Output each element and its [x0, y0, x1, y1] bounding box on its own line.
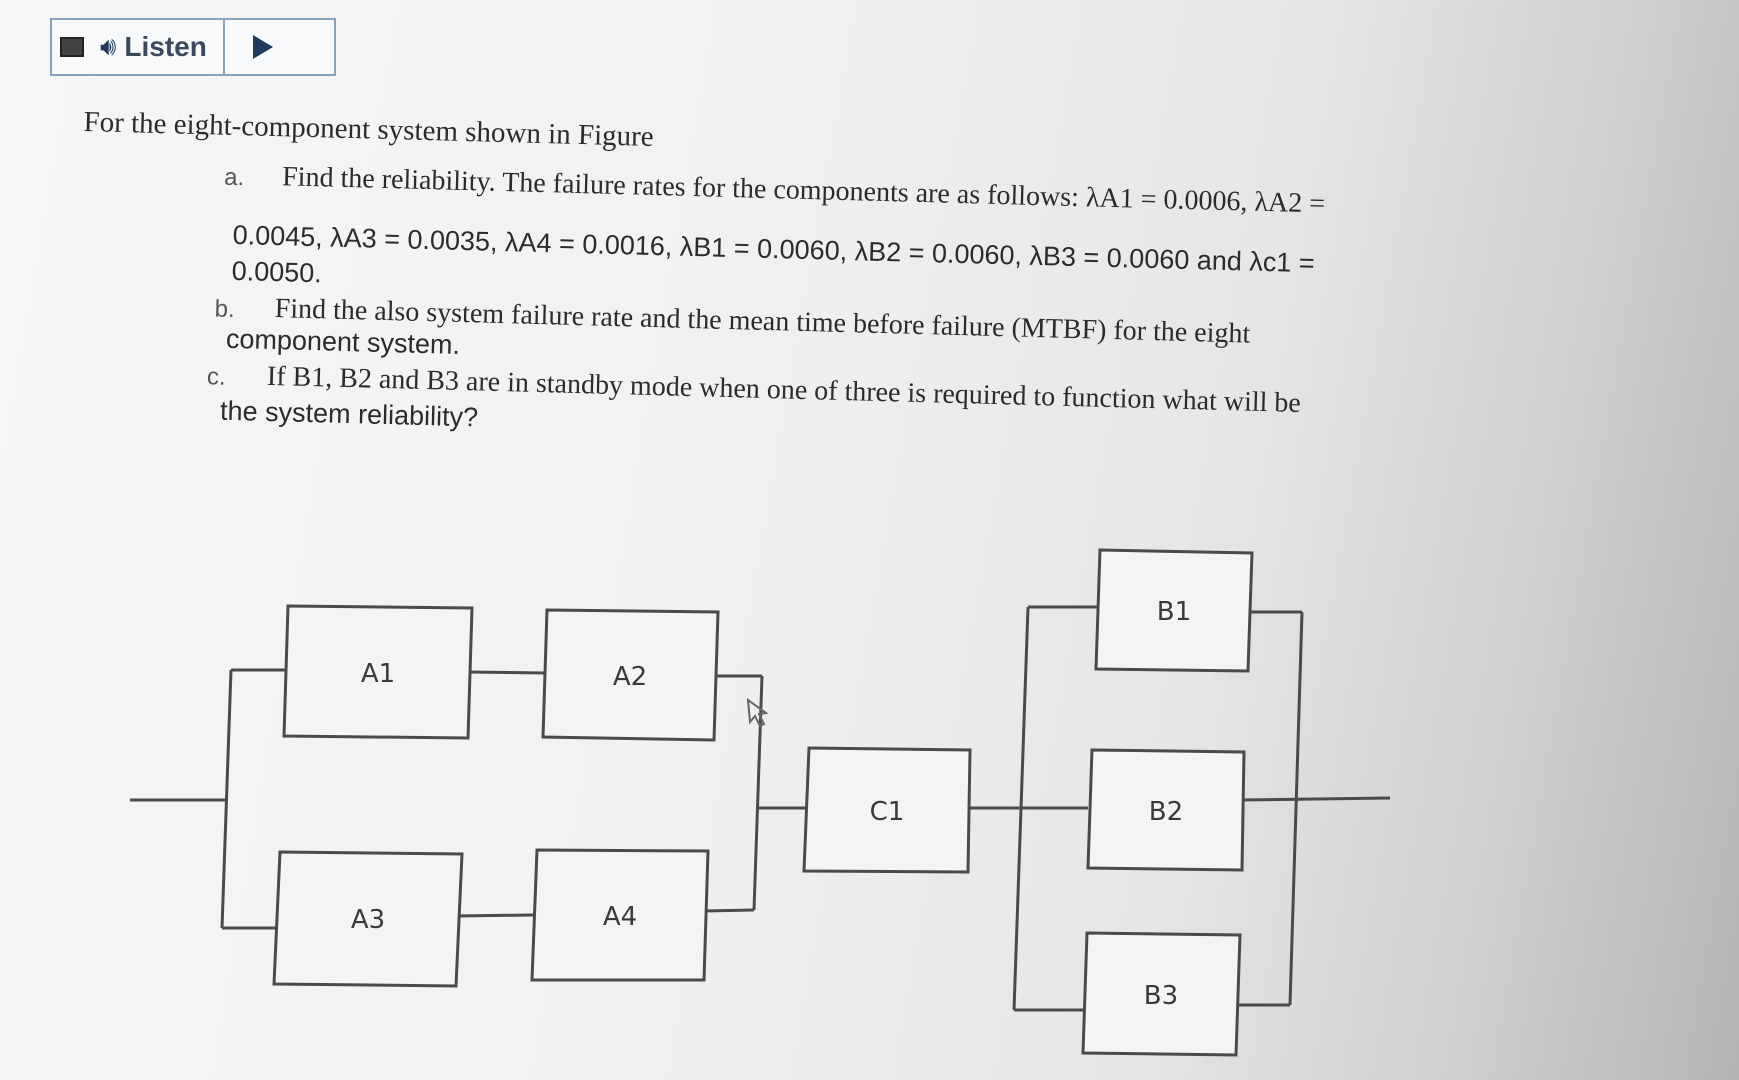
- label-c1: C1: [870, 797, 905, 827]
- listen-toolbar: 🔊︎ Listen: [50, 18, 336, 76]
- diagram-wires: [130, 605, 1391, 1012]
- label-a2: A2: [613, 662, 647, 692]
- block-a1: [282, 604, 474, 740]
- block-a2: [541, 608, 720, 742]
- listen-button[interactable]: Listen: [124, 31, 207, 62]
- block-c1: [802, 746, 972, 874]
- diagram-labels: A1 A2 A3 A4 C1 B1 B2 B3: [351, 597, 1191, 1011]
- block-a3: [272, 850, 464, 988]
- label-a4: A4: [603, 902, 637, 932]
- toolbar-grip-icon[interactable]: [60, 37, 84, 57]
- diagram-blocks: [272, 548, 1254, 1057]
- block-b2: [1086, 748, 1246, 872]
- play-icon[interactable]: [252, 35, 273, 59]
- toolbar-divider: [222, 19, 225, 75]
- label-a3: A3: [351, 905, 385, 935]
- label-b1: B1: [1157, 597, 1191, 627]
- label-b3: B3: [1144, 981, 1178, 1011]
- block-b1: [1094, 548, 1254, 673]
- speaker-icon[interactable]: 🔊︎: [100, 31, 117, 62]
- mouse-cursor-icon: [746, 697, 769, 728]
- block-a4: [530, 848, 710, 982]
- block-b3: [1081, 931, 1242, 1057]
- label-b2: B2: [1149, 797, 1183, 827]
- label-a1: A1: [361, 659, 395, 689]
